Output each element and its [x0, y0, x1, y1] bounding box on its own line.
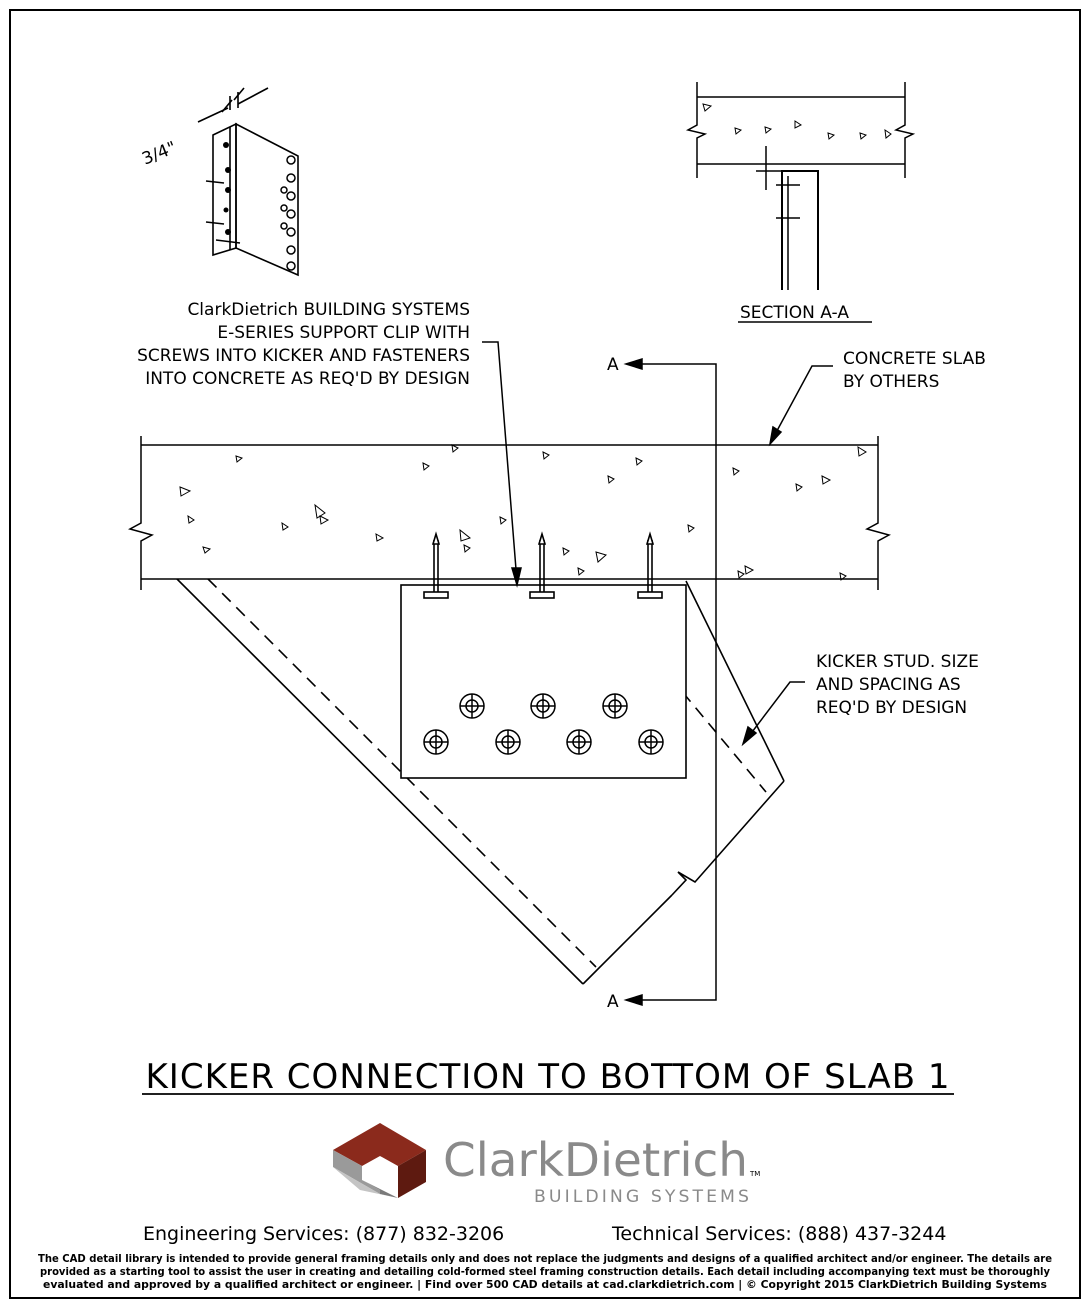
technical-services: Technical Services: (888) 437-3244: [611, 1223, 946, 1245]
clarkdietrich-logo: [333, 1123, 426, 1198]
section-a-a: [685, 82, 916, 290]
slab-note-line1: CONCRETE SLAB: [843, 349, 986, 369]
engineering-services: Engineering Services: (877) 832-3206: [143, 1223, 504, 1245]
brand-subtitle: BUILDING SYSTEMS: [534, 1187, 752, 1207]
kicker-note-line3: REQ'D BY DESIGN: [816, 698, 967, 718]
section-label: SECTION A-A: [740, 303, 849, 323]
clip-note-line3: SCREWS INTO KICKER AND FASTENERS: [137, 346, 470, 366]
cut-label-top: A: [607, 355, 619, 375]
dimension-three-quarter: 3/4": [139, 138, 179, 170]
detail-title: KICKER CONNECTION TO BOTTOM OF SLAB 1: [146, 1057, 951, 1097]
brand-trademark: TM: [749, 1170, 760, 1178]
clip-note-line2: E-SERIES SUPPORT CLIP WITH: [217, 323, 470, 343]
cut-label-bottom: A: [607, 992, 619, 1012]
concrete-slab: [128, 436, 891, 590]
disclaimer-line3: evaluated and approved by a qualified ar…: [43, 1279, 1047, 1291]
kicker-note: KICKER STUD. SIZE AND SPACING AS REQ'D B…: [816, 652, 979, 718]
disclaimer-line1: The CAD detail library is intended to pr…: [38, 1253, 1052, 1265]
clip-note-line4: INTO CONCRETE AS REQ'D BY DESIGN: [145, 369, 470, 389]
slab-note-line2: BY OTHERS: [843, 372, 939, 392]
kicker-note-line1: KICKER STUD. SIZE: [816, 652, 979, 672]
disclaimer-line2: provided as a starting tool to assist th…: [40, 1266, 1050, 1278]
support-clip-isometric: [197, 87, 299, 277]
brand-name: ClarkDietrich: [443, 1133, 748, 1187]
clip-note: ClarkDietrich BUILDING SYSTEMS E-SERIES …: [137, 300, 470, 389]
slab-note: CONCRETE SLAB BY OTHERS: [843, 349, 986, 392]
kicker-note-line2: AND SPACING AS: [816, 675, 961, 695]
sheet-border: [9, 9, 1081, 1299]
section-cut-line: [623, 357, 717, 1007]
support-clip: [400, 531, 687, 779]
clip-note-line1: ClarkDietrich BUILDING SYSTEMS: [187, 300, 470, 320]
leaders: [482, 341, 833, 747]
